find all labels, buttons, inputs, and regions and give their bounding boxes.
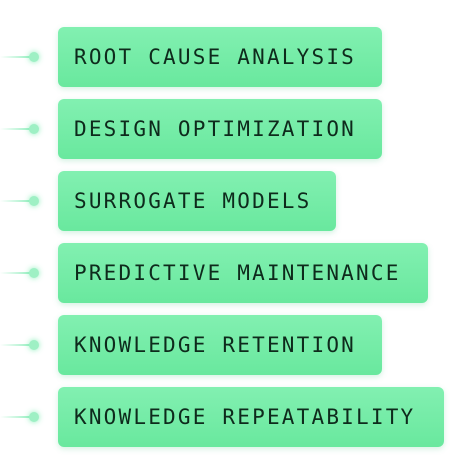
capability-tag: KNOWLEDGE RETENTION: [58, 315, 382, 375]
connector-line: [0, 416, 34, 418]
capability-tag: ROOT CAUSE ANALYSIS: [58, 27, 382, 87]
list-item: ROOT CAUSE ANALYSIS: [0, 27, 460, 87]
capability-label: KNOWLEDGE RETENTION: [74, 333, 357, 357]
capability-label: SURROGATE MODELS: [74, 189, 312, 213]
connector-line: [0, 272, 34, 274]
capability-tag: DESIGN OPTIMIZATION: [58, 99, 382, 159]
connector-dot: [29, 196, 39, 206]
connector-line: [0, 128, 34, 130]
capability-label: ROOT CAUSE ANALYSIS: [74, 45, 357, 69]
connector-dot: [29, 268, 39, 278]
connector-dot: [29, 52, 39, 62]
capability-label: KNOWLEDGE REPEATABILITY: [74, 405, 416, 429]
capability-list: ROOT CAUSE ANALYSIS DESIGN OPTIMIZATION …: [0, 27, 460, 459]
connector-line: [0, 344, 34, 346]
capability-label: PREDICTIVE MAINTENANCE: [74, 261, 401, 285]
connector-dot: [29, 412, 39, 422]
capability-tag: PREDICTIVE MAINTENANCE: [58, 243, 428, 303]
capability-tag: KNOWLEDGE REPEATABILITY: [58, 387, 444, 447]
connector-line: [0, 56, 34, 58]
connector-dot: [29, 124, 39, 134]
connector-line: [0, 200, 34, 202]
capability-tag: SURROGATE MODELS: [58, 171, 336, 231]
list-item: PREDICTIVE MAINTENANCE: [0, 243, 460, 303]
list-item: DESIGN OPTIMIZATION: [0, 99, 460, 159]
connector-dot: [29, 340, 39, 350]
capability-label: DESIGN OPTIMIZATION: [74, 117, 357, 141]
list-item: KNOWLEDGE RETENTION: [0, 315, 460, 375]
list-item: KNOWLEDGE REPEATABILITY: [0, 387, 460, 447]
list-item: SURROGATE MODELS: [0, 171, 460, 231]
